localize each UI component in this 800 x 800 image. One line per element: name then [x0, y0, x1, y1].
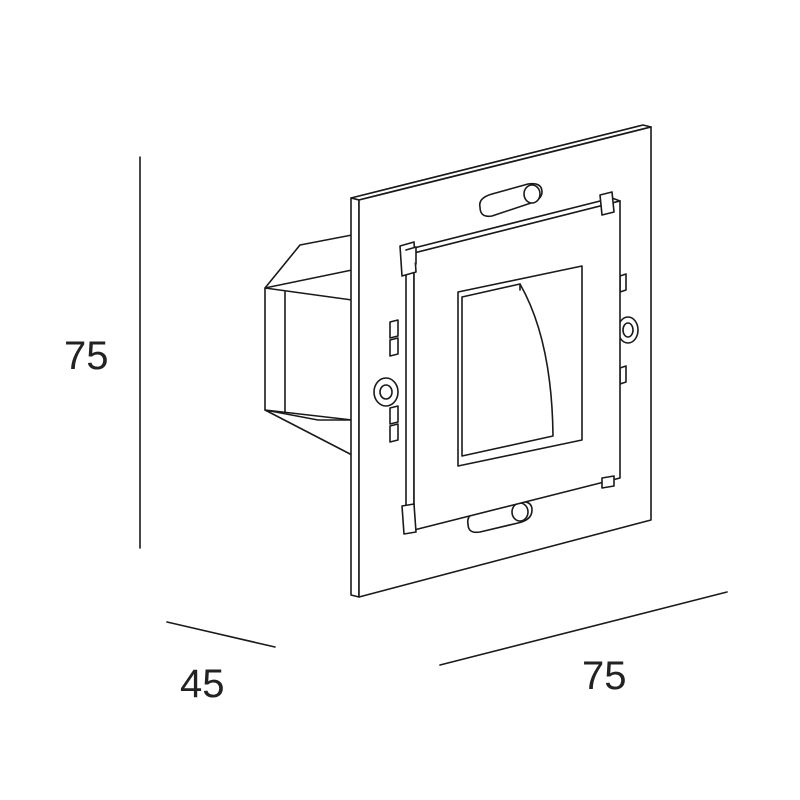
width-dimension-line	[439, 591, 728, 666]
width-dimension-label: 75	[582, 654, 627, 698]
housing-side	[264, 287, 353, 421]
module-top-right-tab	[599, 191, 615, 216]
mounting-slots	[373, 182, 639, 534]
module-edge-side	[405, 249, 415, 531]
faceplate-edge-side	[350, 197, 360, 598]
depth-dimension-line	[166, 621, 276, 648]
right-screw-hole	[617, 316, 639, 344]
height-dimension-label: 75	[64, 334, 109, 378]
rear-housing	[264, 234, 353, 456]
right-clips	[619, 273, 627, 385]
left-clips	[389, 319, 399, 443]
module-bottom-left-tab	[401, 503, 417, 535]
depth-dimension-label: 45	[180, 662, 225, 706]
aperture-inner	[461, 283, 554, 457]
housing-top	[264, 234, 353, 289]
light-aperture	[457, 265, 583, 467]
left-screw-hole	[373, 377, 399, 407]
module-bottom-right-tab	[601, 475, 615, 489]
